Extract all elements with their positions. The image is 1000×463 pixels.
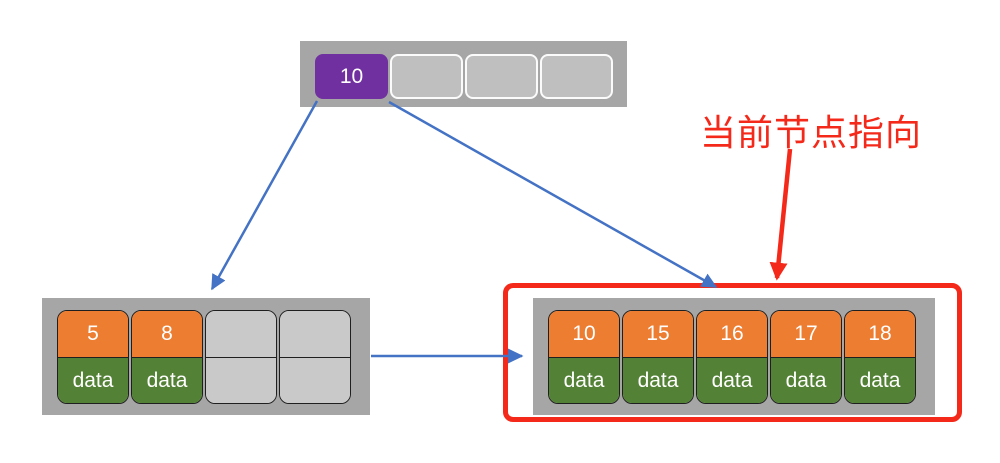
key-cell — [206, 311, 276, 358]
root-empty-cell — [540, 54, 613, 99]
data-cell: data — [771, 358, 841, 403]
root-empty-cell — [465, 54, 538, 99]
pointer-arrow-root-to-left-leaf — [210, 100, 319, 291]
data-cell: data — [549, 358, 619, 403]
key-cell: 17 — [771, 311, 841, 358]
annotation-arrow — [769, 148, 793, 281]
data-cell — [280, 358, 350, 403]
data-cell: data — [623, 358, 693, 403]
root-node-cells: 10 — [300, 41, 627, 99]
current-node-highlight-box — [503, 283, 962, 422]
pointer-arrow-root-to-right-leaf — [388, 100, 718, 289]
empty-record-cell — [279, 310, 351, 404]
key-cell: 15 — [623, 311, 693, 358]
data-cell: data — [845, 358, 915, 403]
data-cell: data — [132, 358, 202, 403]
key-cell: 18 — [845, 311, 915, 358]
data-cell: data — [58, 358, 128, 403]
data-cell: data — [697, 358, 767, 403]
key-cell: 5 — [58, 311, 128, 358]
key-cell: 16 — [697, 311, 767, 358]
annotation-label: 当前节点指向 — [700, 112, 923, 153]
key-cell: 10 — [549, 311, 619, 358]
data-cell — [206, 358, 276, 403]
root-empty-cell — [390, 54, 463, 99]
key-cell: 8 — [132, 311, 202, 358]
empty-record-cell — [205, 310, 277, 404]
root-node: 10 — [300, 41, 627, 107]
key-cell — [280, 311, 350, 358]
root-key-cell: 10 — [315, 54, 388, 99]
